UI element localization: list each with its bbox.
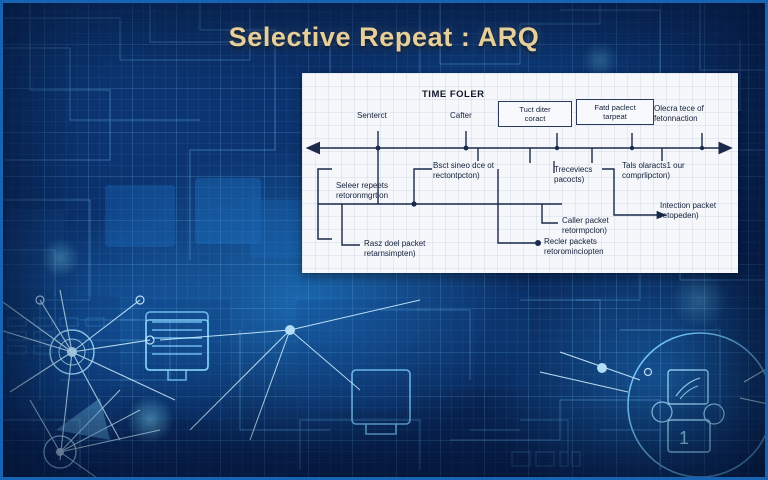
label-treceviecs-line1: Treceviecs	[554, 165, 593, 174]
label-rasz-doel-line2: retarnsimpten)	[364, 249, 416, 258]
label-olecra-tece-line1: Olecra tece of	[654, 104, 704, 113]
label-bsct-sineo-line1: Bsct sineo dce ot	[433, 161, 494, 170]
label-olecra-tece-line2: fetonnaction	[654, 114, 698, 123]
page-title: Selective Repeat : ARQ	[228, 22, 540, 52]
label-olecra-tece: Olecra tece of fetonnaction	[654, 104, 704, 124]
label-treceviecs-line2: pacocts)	[554, 175, 585, 184]
diagram-header: TIME FOLER	[422, 89, 485, 100]
label-recler-packets-line2: retorominciopten	[544, 247, 604, 256]
label-sender: Senterct	[357, 111, 387, 120]
label-intection-packet-line1: Intection packet	[660, 201, 717, 210]
label-recler-packets: Recler packets retorominciopten	[544, 237, 604, 257]
label-tals-olaracts-line1: Tals olaracts1 our	[622, 161, 685, 170]
label-bsct-sineo: Bsct sineo dce ot rectontpcton)	[433, 161, 494, 181]
diagram-lines	[305, 131, 733, 246]
label-treceviecs: Treceviecs pacocts)	[554, 165, 592, 185]
label-caller-packet: Caller packet retormpclon)	[562, 216, 609, 236]
diagram-panel: TIME FOLER Senterct Cafter Tuct diter co…	[302, 73, 738, 273]
label-carrier: Cafter	[450, 111, 472, 120]
boxed-label-fatd-packet: Fatd paclect tarpeat	[576, 99, 654, 126]
label-rasz-doel: Rasz doel packet retarnsimpten)	[364, 239, 425, 259]
label-rasz-doel-line1: Rasz doel packet	[364, 239, 426, 248]
label-bsct-sineo-line2: rectontpcton)	[433, 171, 480, 180]
label-seleer-repeets-line1: Seleer repeets	[336, 181, 389, 190]
label-seleer-repeets-line2: retoronmgrtion	[336, 191, 389, 200]
label-intection-packet-line2: retopeden)	[660, 211, 699, 220]
boxed-label-fatd-packet-line2: tarpeat	[603, 112, 627, 122]
boxed-label-tuct-diter: Tuct diter coract	[498, 101, 572, 128]
boxed-label-tuct-diter-line2: coract	[524, 114, 546, 124]
label-caller-packet-line2: retormpclon)	[562, 226, 607, 235]
label-recler-packets-line1: Recler packets	[544, 237, 597, 246]
boxed-label-tuct-diter-line1: Tuct diter	[519, 105, 551, 114]
label-tals-olaracts-line2: comprlipcton)	[622, 171, 671, 180]
label-seleer-repeets: Seleer repeets retoronmgrtion	[336, 181, 388, 201]
boxed-label-fatd-packet-line1: Fatd paclect	[594, 103, 636, 112]
label-intection-packet: Intection packet retopeden)	[660, 201, 716, 221]
label-tals-olaracts: Tals olaracts1 our comprlipcton)	[622, 161, 685, 181]
label-caller-packet-line1: Caller packet	[562, 216, 609, 225]
